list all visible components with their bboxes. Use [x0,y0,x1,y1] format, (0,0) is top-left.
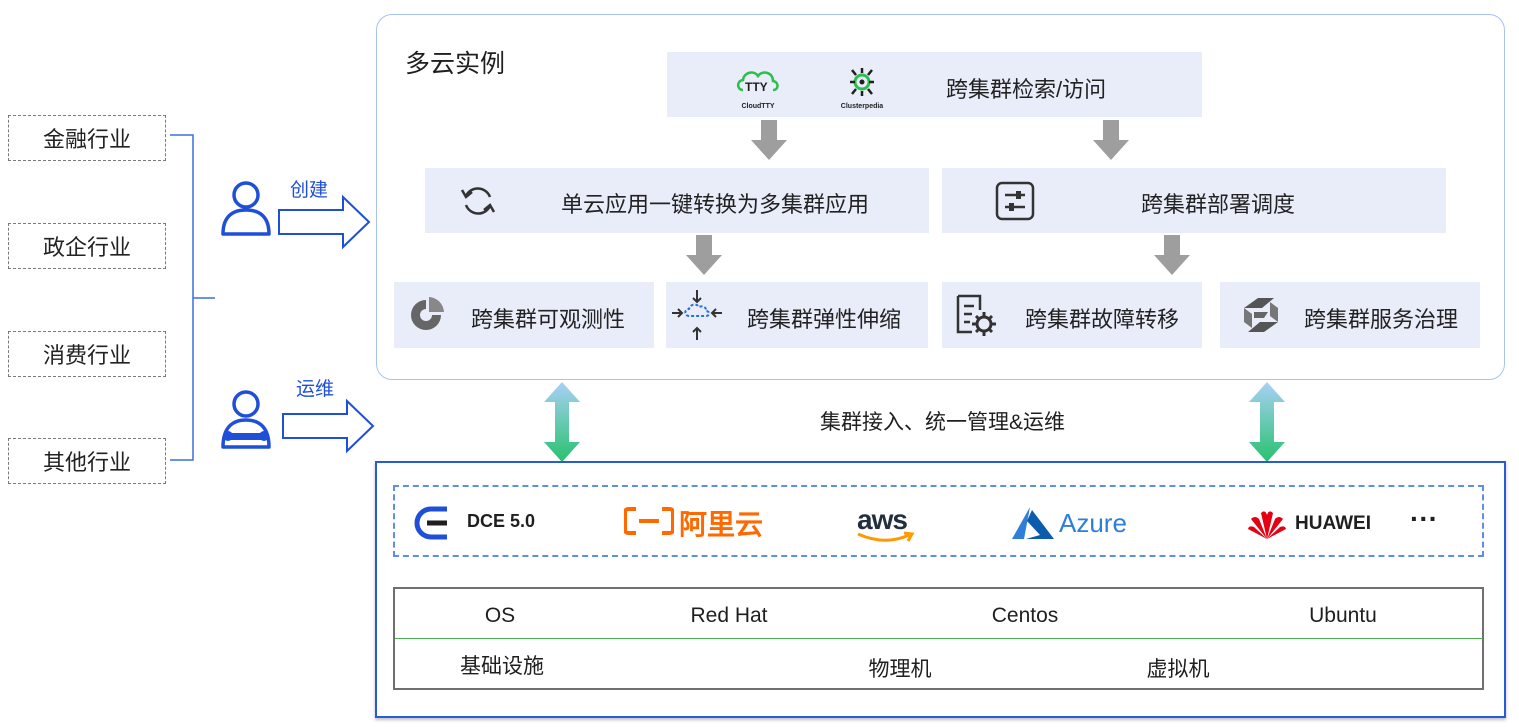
feature-failover: 跨集群故障转移 [942,282,1202,348]
sliders-icon [994,180,1036,222]
user-icon [221,181,271,236]
feature-label: 跨集群可观测性 [471,307,626,332]
provider-aliyun: 阿里云 [679,509,764,540]
flow-arrow-down [751,120,787,160]
refresh-icon [457,180,499,222]
connect-arrow-left [544,382,580,462]
provider-huawei: HUAWEI [1295,513,1371,534]
feature-cross-cluster-search: TTY CloudTTY Clusterpedia 跨集群检索/访问 [667,52,1202,117]
svg-text:Clusterpedia: Clusterpedia [841,103,884,110]
cloudtty-logo: TTY CloudTTY [733,62,783,110]
operate-label: 运维 [296,379,335,400]
panel-title: 多云实例 [405,50,506,78]
more-providers: ··· [1410,503,1438,534]
provider-dce: DCE 5.0 [467,511,536,531]
stack-table [393,587,1484,690]
create-label: 创建 [290,180,329,201]
flow-arrow-down [686,235,722,275]
industry-government: 政企行业 [8,223,166,269]
flow-arrow-down [1154,235,1190,275]
failover-gear-icon [952,292,998,338]
flow-arrow-down [1093,120,1129,160]
huawei-logo [1248,511,1286,539]
table-row-divider [395,638,1483,639]
os-centos: Centos [991,604,1059,627]
os-ubuntu: Ubuntu [1309,604,1377,627]
feature-label: 跨集群故障转移 [1025,307,1180,332]
connection-label: 集群接入、统一管理&运维 [820,411,1066,434]
feature-deploy-schedule: 跨集群部署调度 [942,168,1446,233]
azure-logo [1012,507,1054,539]
feature-elastic-scaling: 跨集群弹性伸缩 [666,282,928,348]
infra-virtual: 虚拟机 [1146,658,1210,681]
industry-other: 其他行业 [8,438,166,484]
feature-label: 跨集群弹性伸缩 [747,307,902,332]
os-label: OS [484,604,516,627]
feature-label: 跨集群检索/访问 [946,77,1107,102]
cluster-infrastructure-box [375,461,1506,718]
feature-label: 单云应用一键转换为多集群应用 [561,192,870,217]
feature-service-governance: 跨集群服务治理 [1220,282,1480,348]
feature-label: 跨集群服务治理 [1304,307,1459,332]
industry-consumer: 消费行业 [8,331,166,377]
industry-finance: 金融行业 [8,115,166,161]
industry-brace [170,134,215,461]
pie-chart-icon [406,295,446,335]
service-mesh-icon [1240,294,1282,336]
operate-arrow [282,398,375,454]
feature-convert-app: 单云应用一键转换为多集群应用 [425,168,929,233]
svg-text:CloudTTY: CloudTTY [741,103,774,110]
clusterpedia-logo: Clusterpedia [835,62,889,110]
infra-physical: 物理机 [868,658,932,681]
create-arrow [278,194,371,250]
infra-label: 基础设施 [460,655,544,678]
provider-azure: Azure [1059,508,1127,538]
aws-smile-icon [857,531,915,542]
svg-text:TTY: TTY [745,80,768,94]
cloud-providers-group [393,485,1484,557]
feature-label: 跨集群部署调度 [1141,192,1296,217]
aliyun-logo [624,507,674,535]
provider-aws: aws [857,504,908,535]
scaling-icon [670,288,724,342]
dce-logo [414,506,447,540]
os-redhat: Red Hat [690,604,768,627]
connect-arrow-right [1249,382,1285,462]
engineer-icon [221,390,271,449]
feature-observability: 跨集群可观测性 [394,282,654,348]
